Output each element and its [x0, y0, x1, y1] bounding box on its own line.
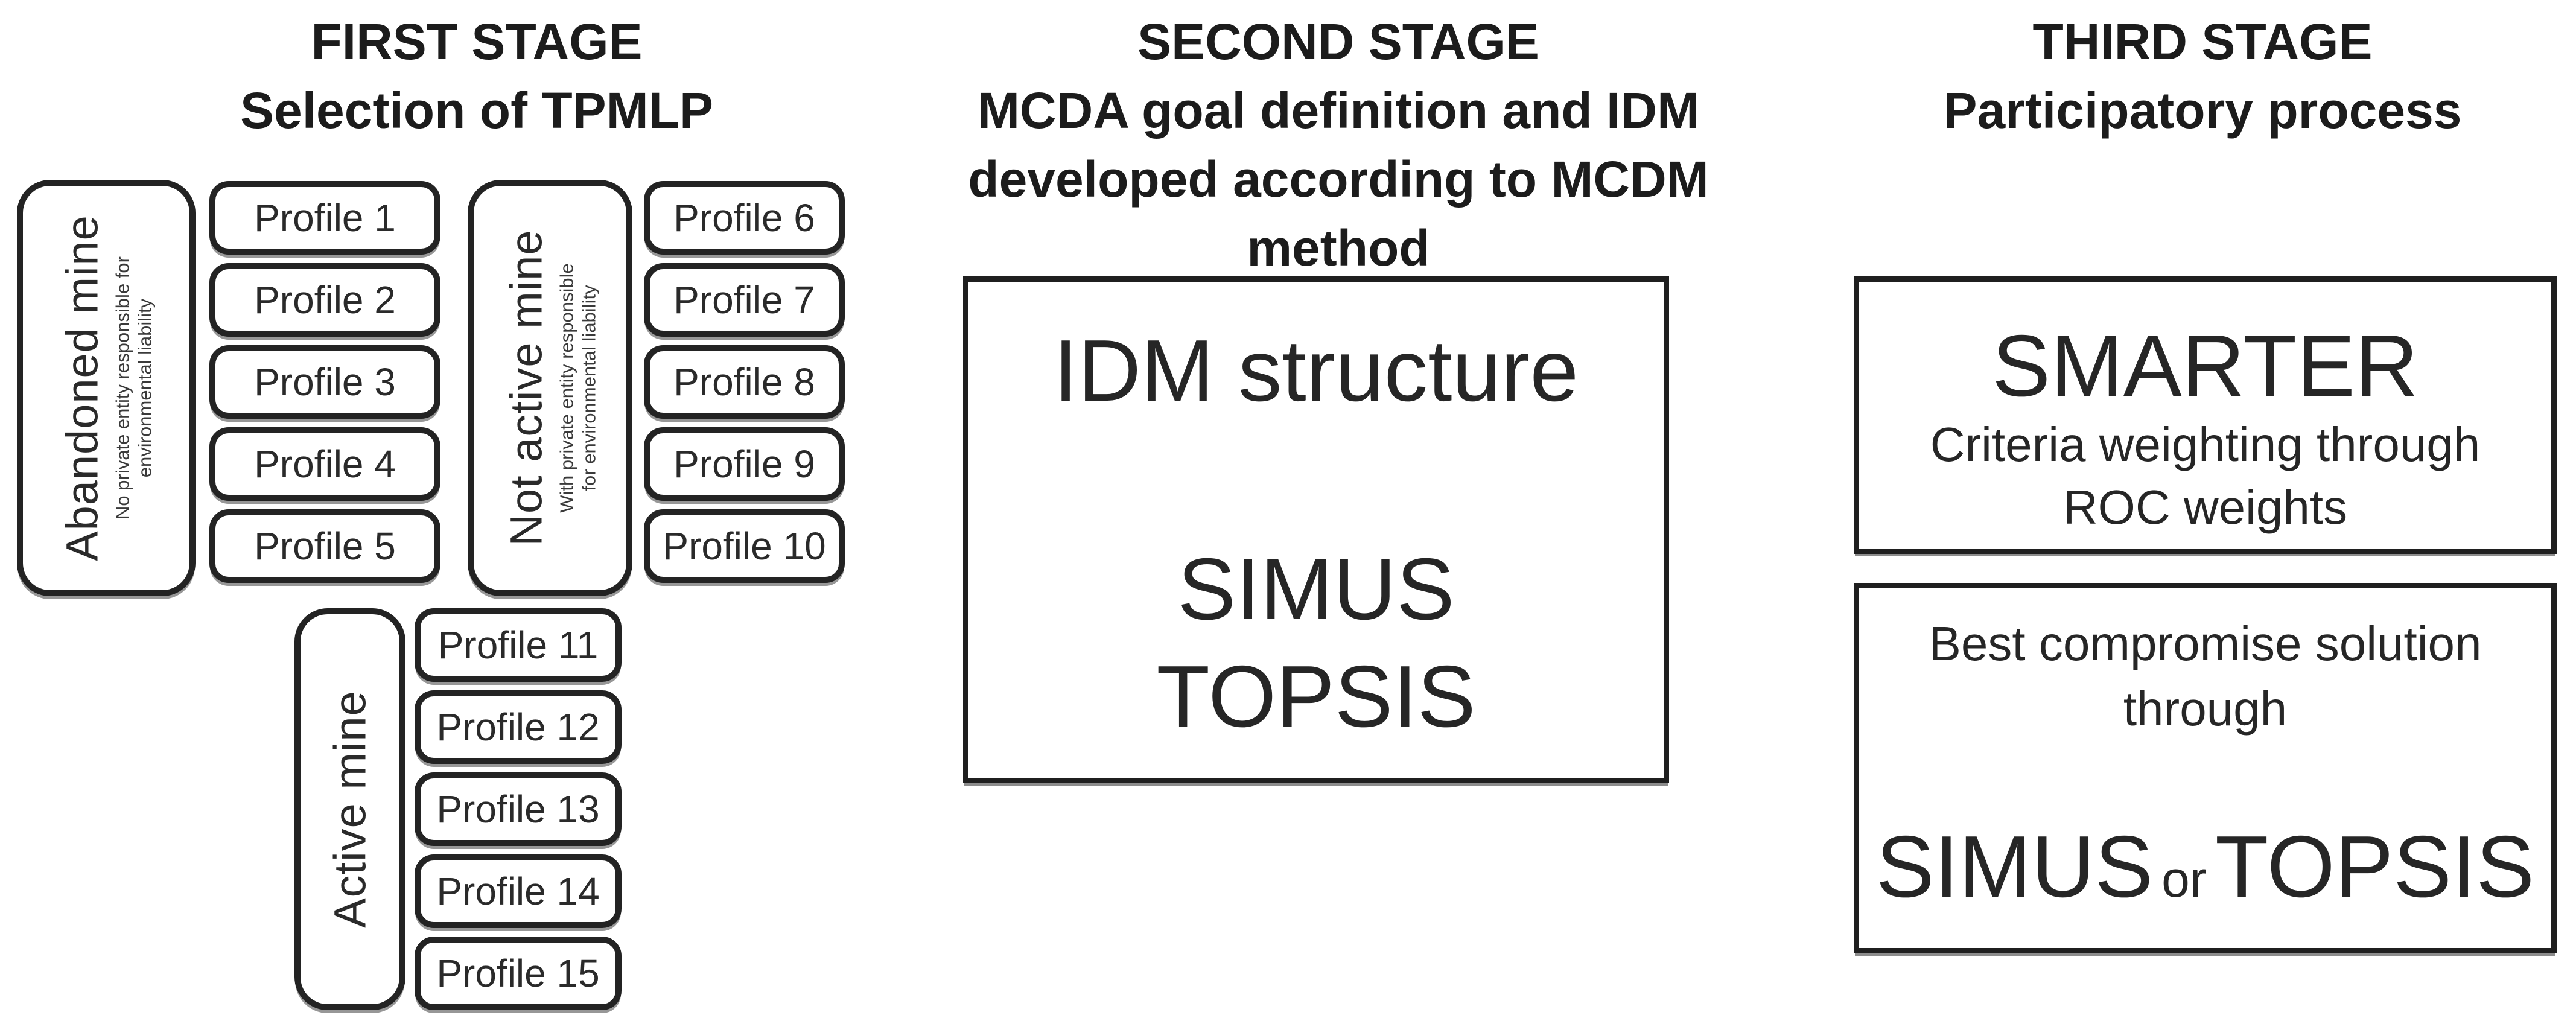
active-mine-label: Active mine [325, 690, 375, 928]
criteria-weighting-label: Criteria weighting through [1930, 418, 2481, 471]
profile-box-9: Profile 9 [644, 427, 845, 501]
profile-box-11: Profile 11 [415, 608, 622, 682]
active-mine-label-group: Active mine [325, 616, 376, 1002]
third-stage-title-line1: THIRD STAGE [2032, 13, 2373, 70]
abandoned-mine-label: Abandoned mine [57, 215, 107, 561]
best-compromise-label: Best compromise solution [1929, 617, 2482, 670]
profile-box-5: Profile 5 [209, 509, 440, 583]
profile-box-15: Profile 15 [415, 937, 622, 1010]
not-active-mine-subtitle-line2: for environmental liability [578, 285, 599, 491]
abandoned-mine-subtitle-line1: No private entity responsible for [112, 256, 133, 520]
first-stage-title-line2: Selection of TPMLP [240, 82, 714, 139]
second-stage-title-line3: developed according to MCDM [968, 151, 1709, 208]
simus-or-topsis-big2: TOPSIS [2215, 818, 2535, 915]
abandoned-mine-subtitle: No private entity responsible for enviro… [112, 256, 156, 520]
through-label: through [2123, 682, 2288, 736]
second-stage-title-line2: MCDA goal definition and IDM [977, 82, 1700, 139]
first-stage-title: FIRST STAGE Selection of TPMLP [84, 7, 869, 145]
profile-box-12: Profile 12 [415, 690, 622, 764]
second-stage-title: SECOND STAGE MCDA goal definition and ID… [916, 7, 1761, 282]
roc-weights-label: ROC weights [2062, 480, 2348, 534]
smarter-label: SMARTER [1992, 317, 2419, 415]
third-stage-title: THIRD STAGE Participatory process [1780, 7, 2576, 145]
abandoned-mine-subtitle-line2: environmental liability [134, 298, 156, 478]
profile-box-10: Profile 10 [644, 509, 845, 583]
not-active-mine-subtitle-line1: With private entity responsible [556, 263, 577, 513]
profile-box-6: Profile 6 [644, 181, 845, 255]
profile-box-13: Profile 13 [415, 772, 622, 846]
profile-box-7: Profile 7 [644, 263, 845, 337]
topsis-label: TOPSIS [1156, 647, 1476, 745]
idm-structure-label: IDM structure [1053, 322, 1579, 419]
not-active-mine-label: Not active mine [501, 229, 551, 547]
not-active-mine-box: Not active mine With private entity resp… [468, 180, 632, 596]
abandoned-mine-box: Abandoned mine No private entity respons… [17, 180, 196, 596]
abandoned-mine-label-group: Abandoned mine No private entity respons… [57, 195, 156, 581]
second-stage-title-line1: SECOND STAGE [1137, 13, 1539, 70]
profile-box-14: Profile 14 [415, 854, 622, 928]
simus-label: SIMUS [1177, 540, 1455, 638]
first-stage-title-line1: FIRST STAGE [311, 13, 643, 70]
third-stage-smarter-box: SMARTER Criteria weighting through ROC w… [1854, 276, 2557, 554]
profile-box-3: Profile 3 [209, 345, 440, 419]
second-stage-title-line4: method [1247, 220, 1430, 276]
profile-box-8: Profile 8 [644, 345, 845, 419]
simus-or-topsis-big1: SIMUS [1875, 818, 2154, 915]
simus-or-topsis-or: or [2161, 851, 2207, 908]
profile-box-1: Profile 1 [209, 181, 440, 255]
not-active-mine-label-group: Not active mine With private entity resp… [500, 195, 600, 581]
third-stage-title-line2: Participatory process [1943, 82, 2462, 139]
profile-box-2: Profile 2 [209, 263, 440, 337]
not-active-mine-subtitle: With private entity responsible for envi… [555, 263, 600, 513]
second-stage-box: IDM structure SIMUS TOPSIS [963, 276, 1669, 783]
profile-box-4: Profile 4 [209, 427, 440, 501]
active-mine-box: Active mine [294, 608, 405, 1010]
